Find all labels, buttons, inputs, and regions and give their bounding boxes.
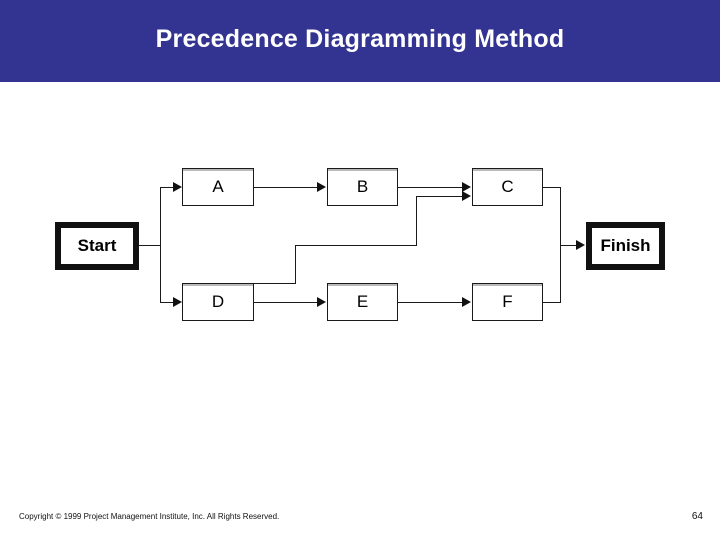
node-start-label: Start	[77, 236, 117, 255]
precedence-diagram: Start A B C D E F Finish	[0, 82, 720, 482]
edge-start-d	[160, 302, 174, 303]
footer-copyright: Copyright © 1999 Project Management Inst…	[19, 512, 280, 521]
edge-d-c-seg1	[254, 283, 296, 284]
edge-b-c	[398, 187, 463, 188]
node-e-label: E	[356, 292, 369, 311]
edge-start-stub	[139, 245, 161, 246]
edge-c-finish-seg1	[543, 187, 561, 188]
node-a-label: A	[212, 177, 224, 196]
node-d-label: D	[211, 292, 225, 311]
node-c[interactable]: C	[472, 168, 543, 206]
node-c-label: C	[501, 177, 514, 196]
node-b-label: B	[356, 177, 369, 196]
node-d[interactable]: D	[182, 283, 254, 321]
node-a[interactable]: A	[182, 168, 254, 206]
footer-page-number: 64	[691, 511, 703, 522]
edge-d-c-seg3	[295, 245, 417, 246]
title-band: Precedence Diagramming Method	[0, 0, 720, 82]
edge-d-c-seg5	[416, 196, 463, 197]
edge-e-f	[398, 302, 463, 303]
edge-d-c-seg2	[295, 245, 296, 284]
edge-merge-finish	[560, 245, 577, 246]
node-e[interactable]: E	[327, 283, 398, 321]
arrowhead-d-e	[317, 297, 326, 307]
node-b[interactable]: B	[327, 168, 398, 206]
edge-f-finish-seg1	[543, 302, 561, 303]
node-start[interactable]: Start	[55, 222, 139, 270]
arrowhead-merge-finish	[576, 240, 585, 250]
arrowhead-a-b	[317, 182, 326, 192]
arrowhead-d-c	[462, 191, 471, 201]
edge-start-a	[160, 187, 174, 188]
node-finish-label: Finish	[600, 236, 651, 255]
node-f[interactable]: F	[472, 283, 543, 321]
arrowhead-b-c	[462, 182, 471, 192]
node-f-label: F	[502, 292, 513, 311]
arrowhead-start-d	[173, 297, 182, 307]
edge-a-b	[254, 187, 318, 188]
arrowhead-start-a	[173, 182, 182, 192]
node-finish[interactable]: Finish	[586, 222, 665, 270]
edge-d-c-seg4	[416, 196, 417, 246]
edge-finish-merge-bus	[560, 187, 561, 302]
arrowhead-e-f	[462, 297, 471, 307]
edge-d-e	[254, 302, 318, 303]
page-title: Precedence Diagramming Method	[155, 25, 565, 53]
edge-start-bus	[160, 187, 161, 302]
